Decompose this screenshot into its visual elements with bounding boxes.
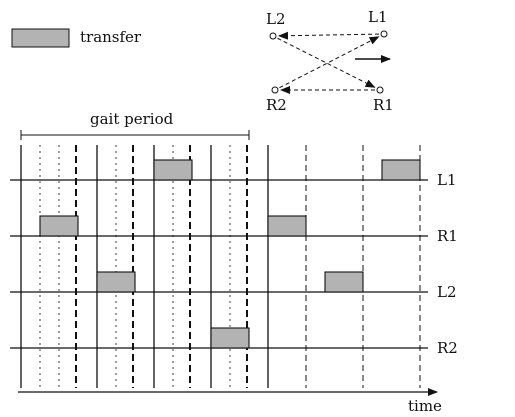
row-label-r1: R1 — [437, 227, 458, 245]
leg-label-r1: R1 — [373, 96, 394, 114]
leg-label-r2: R2 — [266, 96, 287, 114]
gait-period-bracket: gait period — [20, 110, 250, 140]
leg-label-l1: L1 — [368, 8, 388, 26]
legend: transfer — [11, 28, 142, 48]
row-lines — [10, 179, 428, 349]
leg-node-l2 — [269, 32, 277, 40]
leg-node-r1 — [376, 86, 384, 94]
leg-order-graph: L2 L1 R2 R1 — [266, 8, 394, 114]
row-label-r2: R2 — [437, 339, 458, 357]
sequence-edge-r2-l1 — [279, 36, 380, 89]
time-axis-label: time — [408, 397, 442, 415]
transfer-blocks — [39, 159, 421, 349]
leg-node-r2 — [271, 86, 279, 94]
row-label-l2: L2 — [437, 283, 457, 301]
transfer-block-l1 — [153, 159, 193, 181]
transfer-block-r1 — [267, 215, 307, 237]
legend-swatch — [11, 28, 70, 48]
sequence-edge-l1-l2 — [277, 31, 380, 40]
gait-period-label: gait period — [90, 110, 174, 128]
time-axis: time — [18, 388, 442, 415]
transfer-block-l1 — [381, 159, 421, 181]
transfer-block-r2 — [210, 327, 250, 349]
transfer-block-l2 — [324, 271, 364, 293]
leg-node-l1 — [380, 30, 388, 38]
sequence-edge-l2-r1 — [277, 37, 376, 88]
row-label-l1: L1 — [437, 171, 457, 189]
transfer-block-r1 — [39, 215, 79, 237]
legend-label: transfer — [80, 28, 142, 46]
leg-label-l2: L2 — [266, 10, 286, 28]
transfer-block-l2 — [96, 271, 136, 293]
time-grid — [20, 145, 421, 388]
